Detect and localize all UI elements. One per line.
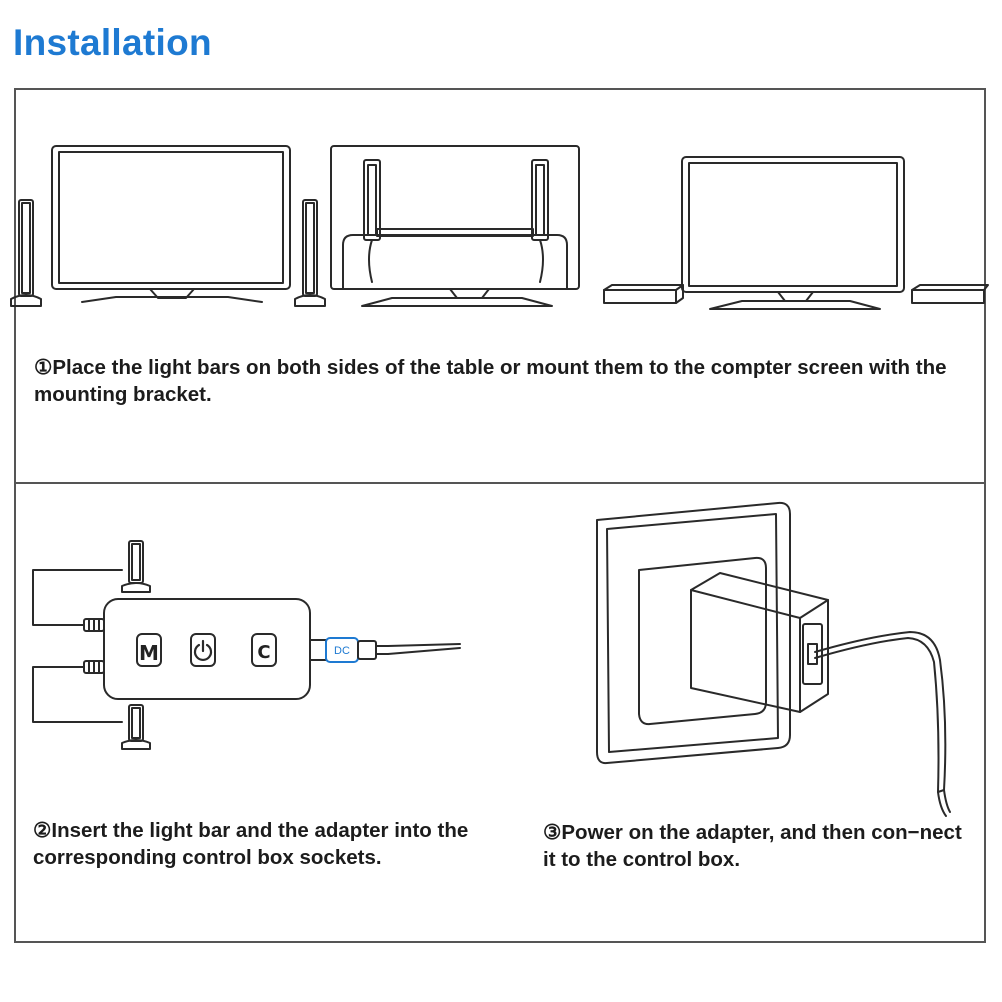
control-box-illustration xyxy=(32,540,461,750)
instruction-frame xyxy=(14,88,986,943)
c-button: C xyxy=(257,642,270,663)
step-1-caption: ①Place the light bars on both sides of t… xyxy=(34,356,947,406)
step-3-caption: ③Power on the adapter, and then con−nect… xyxy=(543,821,962,871)
wall-socket-adapter-illustration xyxy=(596,501,951,817)
monitor-with-flat-bars-illustration xyxy=(603,156,989,310)
dc-connector-label: DC xyxy=(334,645,350,657)
section-divider xyxy=(14,482,986,484)
monitor-with-mounted-bars-illustration xyxy=(330,145,580,307)
monitor-with-standing-bars-illustration xyxy=(10,145,326,307)
m-button: M xyxy=(139,641,159,665)
power-icon xyxy=(193,639,213,662)
step-2-caption: ②Insert the light bar and the adapter in… xyxy=(33,819,469,869)
page-title: Installation xyxy=(13,22,212,63)
